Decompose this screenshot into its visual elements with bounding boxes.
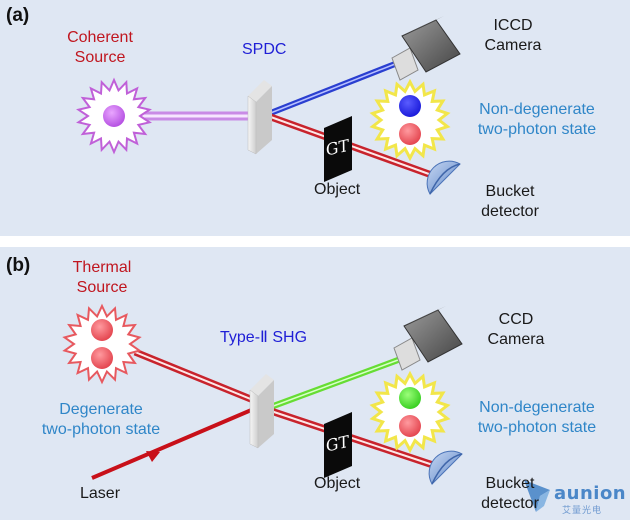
bucket-detector-a xyxy=(426,160,461,195)
signal-beam-red-a xyxy=(266,112,442,182)
coherent-source-label-line1: Coherent xyxy=(67,29,133,46)
thermal-source-label: Thermal Source xyxy=(52,258,152,298)
green-beam xyxy=(266,357,400,411)
coherent-source-icon xyxy=(76,77,152,155)
thermal-source-label-line2: Source xyxy=(76,279,128,296)
bucket-detector-label-a-line2: detector xyxy=(481,203,539,220)
bucket-detector-label-b: Bucket detector xyxy=(470,474,550,514)
shg-label: Type-Ⅱ SHG xyxy=(220,329,308,346)
watermark-sub: 艾量光电 xyxy=(562,505,603,515)
state-label-a-line2: two-photon state xyxy=(477,121,597,138)
state-label-a-line1: Non-degenerate xyxy=(479,101,595,118)
ccd-camera-icon xyxy=(393,306,463,371)
laser-beam xyxy=(91,406,257,480)
bucket-detector-label-a: Bucket detector xyxy=(470,182,550,222)
object-slide-a: GT xyxy=(324,116,352,182)
state-label-b-left: Degenerate two-photon state xyxy=(26,400,176,440)
coherent-source-label-line2: Source xyxy=(74,49,126,66)
spdc-label: SPDC xyxy=(242,41,287,58)
photon-pair-burst-a xyxy=(369,78,451,162)
panel-a-tag: (a) xyxy=(6,5,30,26)
state-label-a: Non-degenerate two-photon state xyxy=(462,100,612,140)
object-label-b: Object xyxy=(314,475,361,492)
iccd-camera-label-line1: ICCD xyxy=(493,17,533,34)
object-slide-b: GT xyxy=(324,412,352,478)
ccd-camera-label: CCD Camera xyxy=(476,310,556,350)
bucket-detector-label-b-line1: Bucket xyxy=(485,475,535,492)
object-mark-b: GT xyxy=(324,432,352,456)
object-mark: GT xyxy=(324,136,352,160)
idler-beam-blue xyxy=(266,61,397,117)
shg-crystal xyxy=(249,374,274,449)
bucket-detector-b xyxy=(428,450,463,485)
state-label-b-left-line2: two-photon state xyxy=(41,421,161,438)
aunion-logo-icon xyxy=(524,480,550,512)
panel-b-tag: (b) xyxy=(6,255,31,276)
bucket-detector-label-a-line1: Bucket xyxy=(485,183,535,200)
spdc-crystal xyxy=(247,80,272,155)
bucket-detector-label-b-line2: detector xyxy=(481,495,539,512)
ccd-camera-label-line2: Camera xyxy=(487,331,545,348)
thermal-source-icon xyxy=(62,303,142,385)
ccd-camera-label-line1: CCD xyxy=(498,311,534,328)
signal-beam-red-b xyxy=(266,406,444,472)
object-label-a: Object xyxy=(314,181,361,198)
state-label-b-left-line1: Degenerate xyxy=(59,401,143,418)
thermal-source-label-line1: Thermal xyxy=(72,259,132,276)
photon-pair-burst-b xyxy=(369,370,451,454)
coherent-source-label: Coherent Source xyxy=(50,28,150,68)
iccd-camera-label-line2: Camera xyxy=(484,37,542,54)
iccd-camera-label: ICCD Camera xyxy=(468,16,558,56)
laser-label: Laser xyxy=(80,485,121,502)
iccd-camera-icon xyxy=(391,16,461,81)
thermal-beam xyxy=(133,348,260,406)
state-label-b-right-line1: Non-degenerate xyxy=(479,399,595,416)
state-label-b-right: Non-degenerate two-photon state xyxy=(462,398,612,438)
watermark-brand: aunion xyxy=(554,483,627,504)
state-label-b-right-line2: two-photon state xyxy=(477,419,597,436)
